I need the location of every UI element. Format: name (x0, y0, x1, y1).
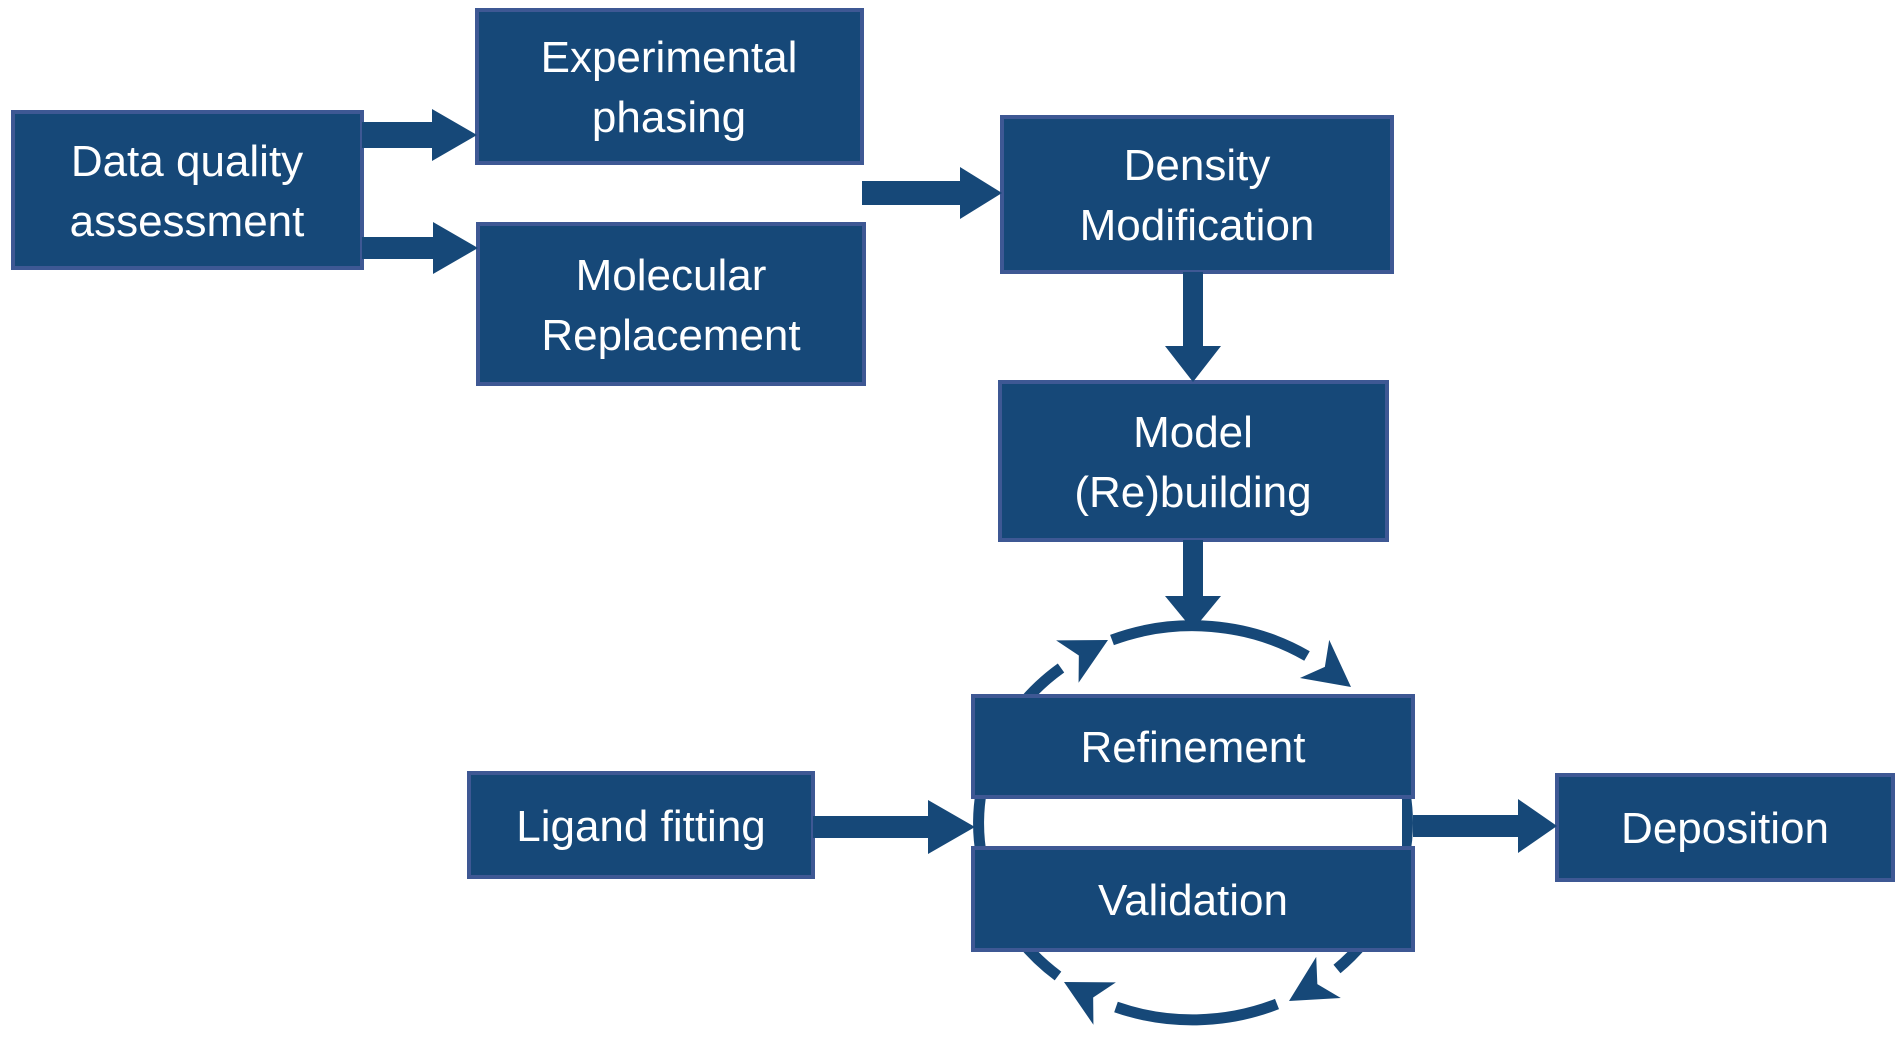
node-label: Experimental (541, 33, 798, 82)
cycle-arrowhead-bottom-left (1064, 982, 1116, 1025)
node-label: Validation (1098, 876, 1288, 925)
node-label: Deposition (1621, 804, 1829, 853)
node-label: Replacement (541, 311, 800, 360)
cycle-arrowhead-top-right (1299, 639, 1351, 687)
node-refinement: Refinement (971, 694, 1415, 799)
arrow-ligand-fitting-to-cycle (813, 800, 975, 854)
node-deposition: Deposition (1555, 773, 1895, 882)
node-label: Modification (1080, 201, 1315, 250)
node-label: phasing (592, 93, 746, 142)
node-label: Model (1133, 408, 1253, 457)
arrow-data-quality-to-experimental-phasing (362, 109, 477, 161)
cycle-arc-top (1110, 620, 1310, 661)
node-label: Ligand fitting (516, 802, 766, 851)
cycle-arrowhead-bottom-right (1289, 956, 1341, 1001)
node-label: Molecular (576, 251, 767, 300)
node-ligand-fitting: Ligand fitting (467, 771, 815, 879)
node-data-quality-assessment: Data quality assessment (11, 110, 364, 270)
cycle-gap-band (986, 799, 1402, 846)
arrow-cycle-to-deposition (1413, 799, 1557, 853)
node-molecular-replacement: Molecular Replacement (476, 222, 866, 386)
cycle-arrowhead-top-left (1056, 640, 1108, 683)
node-validation: Validation (971, 846, 1415, 952)
node-label: (Re)building (1074, 468, 1311, 517)
node-model-rebuilding: Model (Re)building (998, 380, 1389, 542)
arrow-data-quality-to-molecular-replacement (362, 222, 478, 274)
node-label: assessment (70, 197, 305, 246)
node-experimental-phasing: Experimental phasing (475, 8, 864, 165)
cycle-arc-bottom (1114, 998, 1280, 1026)
node-label: Refinement (1080, 723, 1305, 772)
node-label: Data quality (71, 137, 303, 186)
flow-arrows (362, 109, 1557, 854)
node-density-modification: Density Modification (1000, 115, 1394, 274)
arrow-phasing-to-density-modification (862, 167, 1002, 219)
arrow-model-rebuilding-to-cycle (1165, 540, 1221, 630)
node-label: Density (1124, 141, 1271, 190)
arrow-density-modification-to-model-rebuilding (1165, 272, 1221, 382)
